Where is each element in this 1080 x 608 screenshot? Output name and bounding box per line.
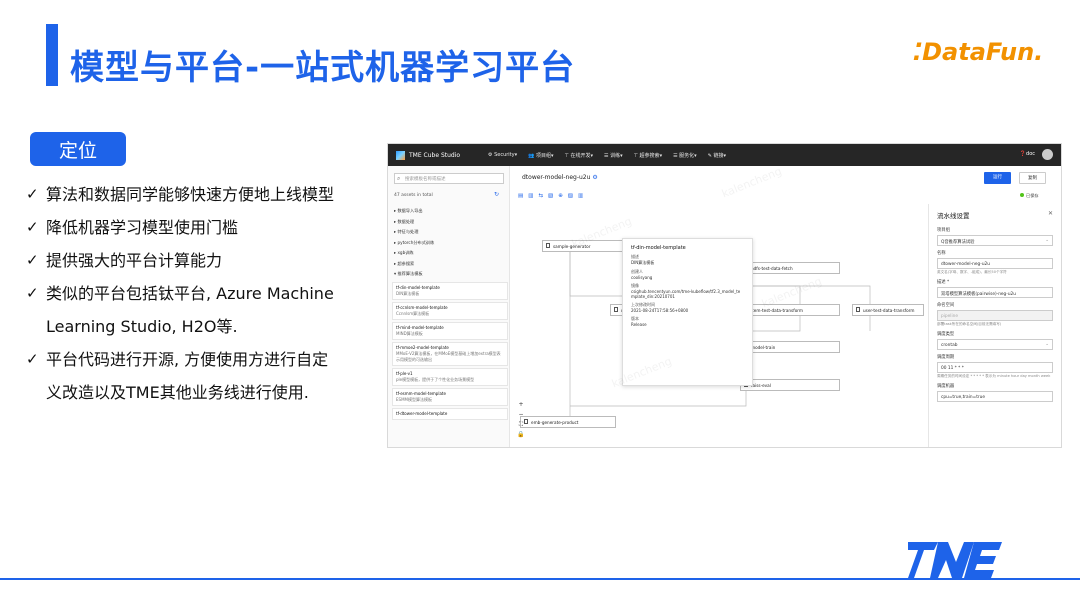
bullet-item: ✓算法和数据同学能够快速方便地上线模型 — [26, 178, 376, 211]
slide-title: 模型与平台-一站式机器学习平台 — [70, 48, 576, 88]
app-brand[interactable]: TME Cube Studio — [396, 150, 488, 160]
category-item[interactable]: ▸ 超参搜索 — [394, 260, 415, 266]
category-item[interactable]: ▸ xgb训练 — [394, 250, 414, 255]
project-select[interactable]: Q音推荐算法试验⌄ — [937, 235, 1053, 246]
zoom-controls[interactable]: +−⛶🔒 — [517, 401, 525, 438]
check-icon: ✓ — [26, 284, 39, 302]
template-sidebar: ⌕搜索模板名称或描述 47 assets in total ↻ ▸ 数据导入导出… — [388, 166, 510, 447]
datafun-logo: ⁚DataFun. — [913, 38, 1044, 66]
top-navbar: TME Cube Studio ⚙ Security▾ 👥 项目组▾ ⊤ 在线开… — [388, 144, 1061, 166]
positioning-badge: 定位 — [30, 132, 126, 166]
node-faiss-eval[interactable]: faiss-eval — [740, 379, 840, 391]
app-screenshot: TME Cube Studio ⚙ Security▾ 👥 项目组▾ ⊤ 在线开… — [387, 143, 1062, 448]
bullet-list: ✓算法和数据同学能够快速方便地上线模型 ✓降低机器学习模型使用门槛 ✓提供强大的… — [26, 178, 376, 409]
description-field[interactable]: 双塔模型算法模板(pairwise)-neg-u2u — [937, 287, 1053, 298]
node-icon — [546, 243, 550, 248]
nav-train[interactable]: ☰ 训练▾ — [603, 152, 623, 159]
copy-button[interactable]: 复制 — [1019, 172, 1046, 184]
nav-service[interactable]: ☰ 服务化▾ — [673, 152, 697, 159]
search-input[interactable]: ⌕搜索模板名称或描述 — [394, 173, 504, 184]
edit-icon[interactable]: ⚙ — [592, 174, 598, 181]
chevron-down-icon: ⌄ — [1045, 342, 1049, 347]
pipeline-title: dtower-model-neg-u2u ⚙ — [522, 174, 598, 181]
close-icon[interactable]: ✕ — [1047, 210, 1053, 217]
settings-title: 流水线设置 — [937, 212, 970, 220]
saved-status: 已保存 — [1020, 193, 1039, 199]
check-icon: ✓ — [26, 251, 39, 269]
namespace-field: pipeline — [937, 310, 1053, 321]
node-model-train[interactable]: model-train — [740, 341, 840, 353]
tme-logo — [908, 542, 1002, 578]
node-icon — [614, 307, 618, 312]
node-item-test[interactable]: item-test-data-transform — [740, 304, 840, 316]
bullet-item: ✓类似的平台包括钛平台, Azure Machine — [26, 277, 376, 310]
nav-hyper[interactable]: ⊤ 超参搜索▾ — [633, 152, 663, 159]
node-icon — [524, 419, 528, 424]
status-dot-icon — [1020, 193, 1024, 197]
schedule-machine-field[interactable]: cpu=true,train=true — [937, 391, 1053, 402]
pipeline-canvas[interactable]: dtower-model-neg-u2u ⚙ ▤▥⇆▧⊕▨▥ sample-ge… — [510, 165, 925, 447]
template-tree: ▸ 数据导入导出 ▸ 数据处理 ▸ 特征与处理 ▸ pytorch分布式训练 ▸… — [392, 206, 508, 422]
node-emb-product[interactable]: emb-generate-product — [520, 416, 616, 428]
title-accent-bar — [46, 24, 58, 86]
footer-divider — [0, 578, 1080, 580]
schedule-type-select[interactable]: crontab⌄ — [937, 339, 1053, 350]
category-item[interactable]: ▸ pytorch分布式训练 — [394, 239, 435, 245]
nav-links[interactable]: ✎ 链接▾ — [707, 152, 726, 159]
bullet-item: ✓提供强大的平台计算能力 — [26, 244, 376, 277]
category-item[interactable]: ▸ 数据导入导出 — [394, 208, 423, 213]
template-card[interactable]: tf-dtower-model-template — [392, 407, 508, 420]
check-icon: ✓ — [26, 185, 39, 203]
nav-project[interactable]: 👥 项目组▾ — [528, 152, 554, 159]
bullet-continuation: 义改造以及TME其他业务线进行使用. — [46, 383, 309, 402]
node-sample-generator[interactable]: sample-generator — [542, 240, 638, 252]
template-tooltip: tf-din-model-template 描述 DIN算法模板 创建人 coo… — [622, 238, 753, 386]
bullet-item: ✓降低机器学习模型使用门槛 — [26, 211, 376, 244]
run-button[interactable]: 运行 — [984, 172, 1011, 184]
search-icon: ⌕ — [397, 175, 401, 182]
name-field[interactable]: dtower-model-neg-u2u — [937, 258, 1053, 269]
avatar[interactable] — [1042, 149, 1053, 160]
bullet-continuation: Learning Studio, H2O等. — [46, 317, 238, 336]
check-icon: ✓ — [26, 350, 39, 368]
cube-logo-icon — [396, 150, 405, 160]
check-icon: ✓ — [26, 218, 39, 236]
nav-dev[interactable]: ⊤ 在线开发▾ — [564, 152, 593, 159]
node-user-test[interactable]: user-test-data-transform — [852, 304, 924, 316]
node-icon — [856, 307, 860, 312]
category-item[interactable]: ▾ 推荐算法模板 — [394, 271, 423, 276]
schedule-cycle-field[interactable]: 00 11 * * * — [937, 362, 1053, 373]
bullet-item: ✓平台代码进行开源, 方便使用方进行自定 — [26, 343, 376, 376]
nav-security[interactable]: ⚙ Security▾ — [488, 152, 518, 158]
canvas-toolbar[interactable]: ▤▥⇆▧⊕▨▥ — [518, 193, 589, 199]
pipeline-settings-panel: 流水线设置 ✕ 项目组 Q音推荐算法试验⌄ 名称 dtower-model-ne… — [928, 204, 1061, 447]
assets-count: 47 assets in total — [394, 193, 433, 198]
category-item[interactable]: ▸ 数据处理 — [394, 218, 415, 224]
category-item[interactable]: ▸ 特征与处理 — [394, 229, 419, 234]
refresh-icon[interactable]: ↻ — [494, 191, 500, 198]
chevron-down-icon: ⌄ — [1045, 238, 1049, 243]
node-hdfs-fetch[interactable]: hdfs-test-data-fetch — [740, 262, 840, 274]
user-menu[interactable]: ❓doc — [1019, 151, 1035, 157]
